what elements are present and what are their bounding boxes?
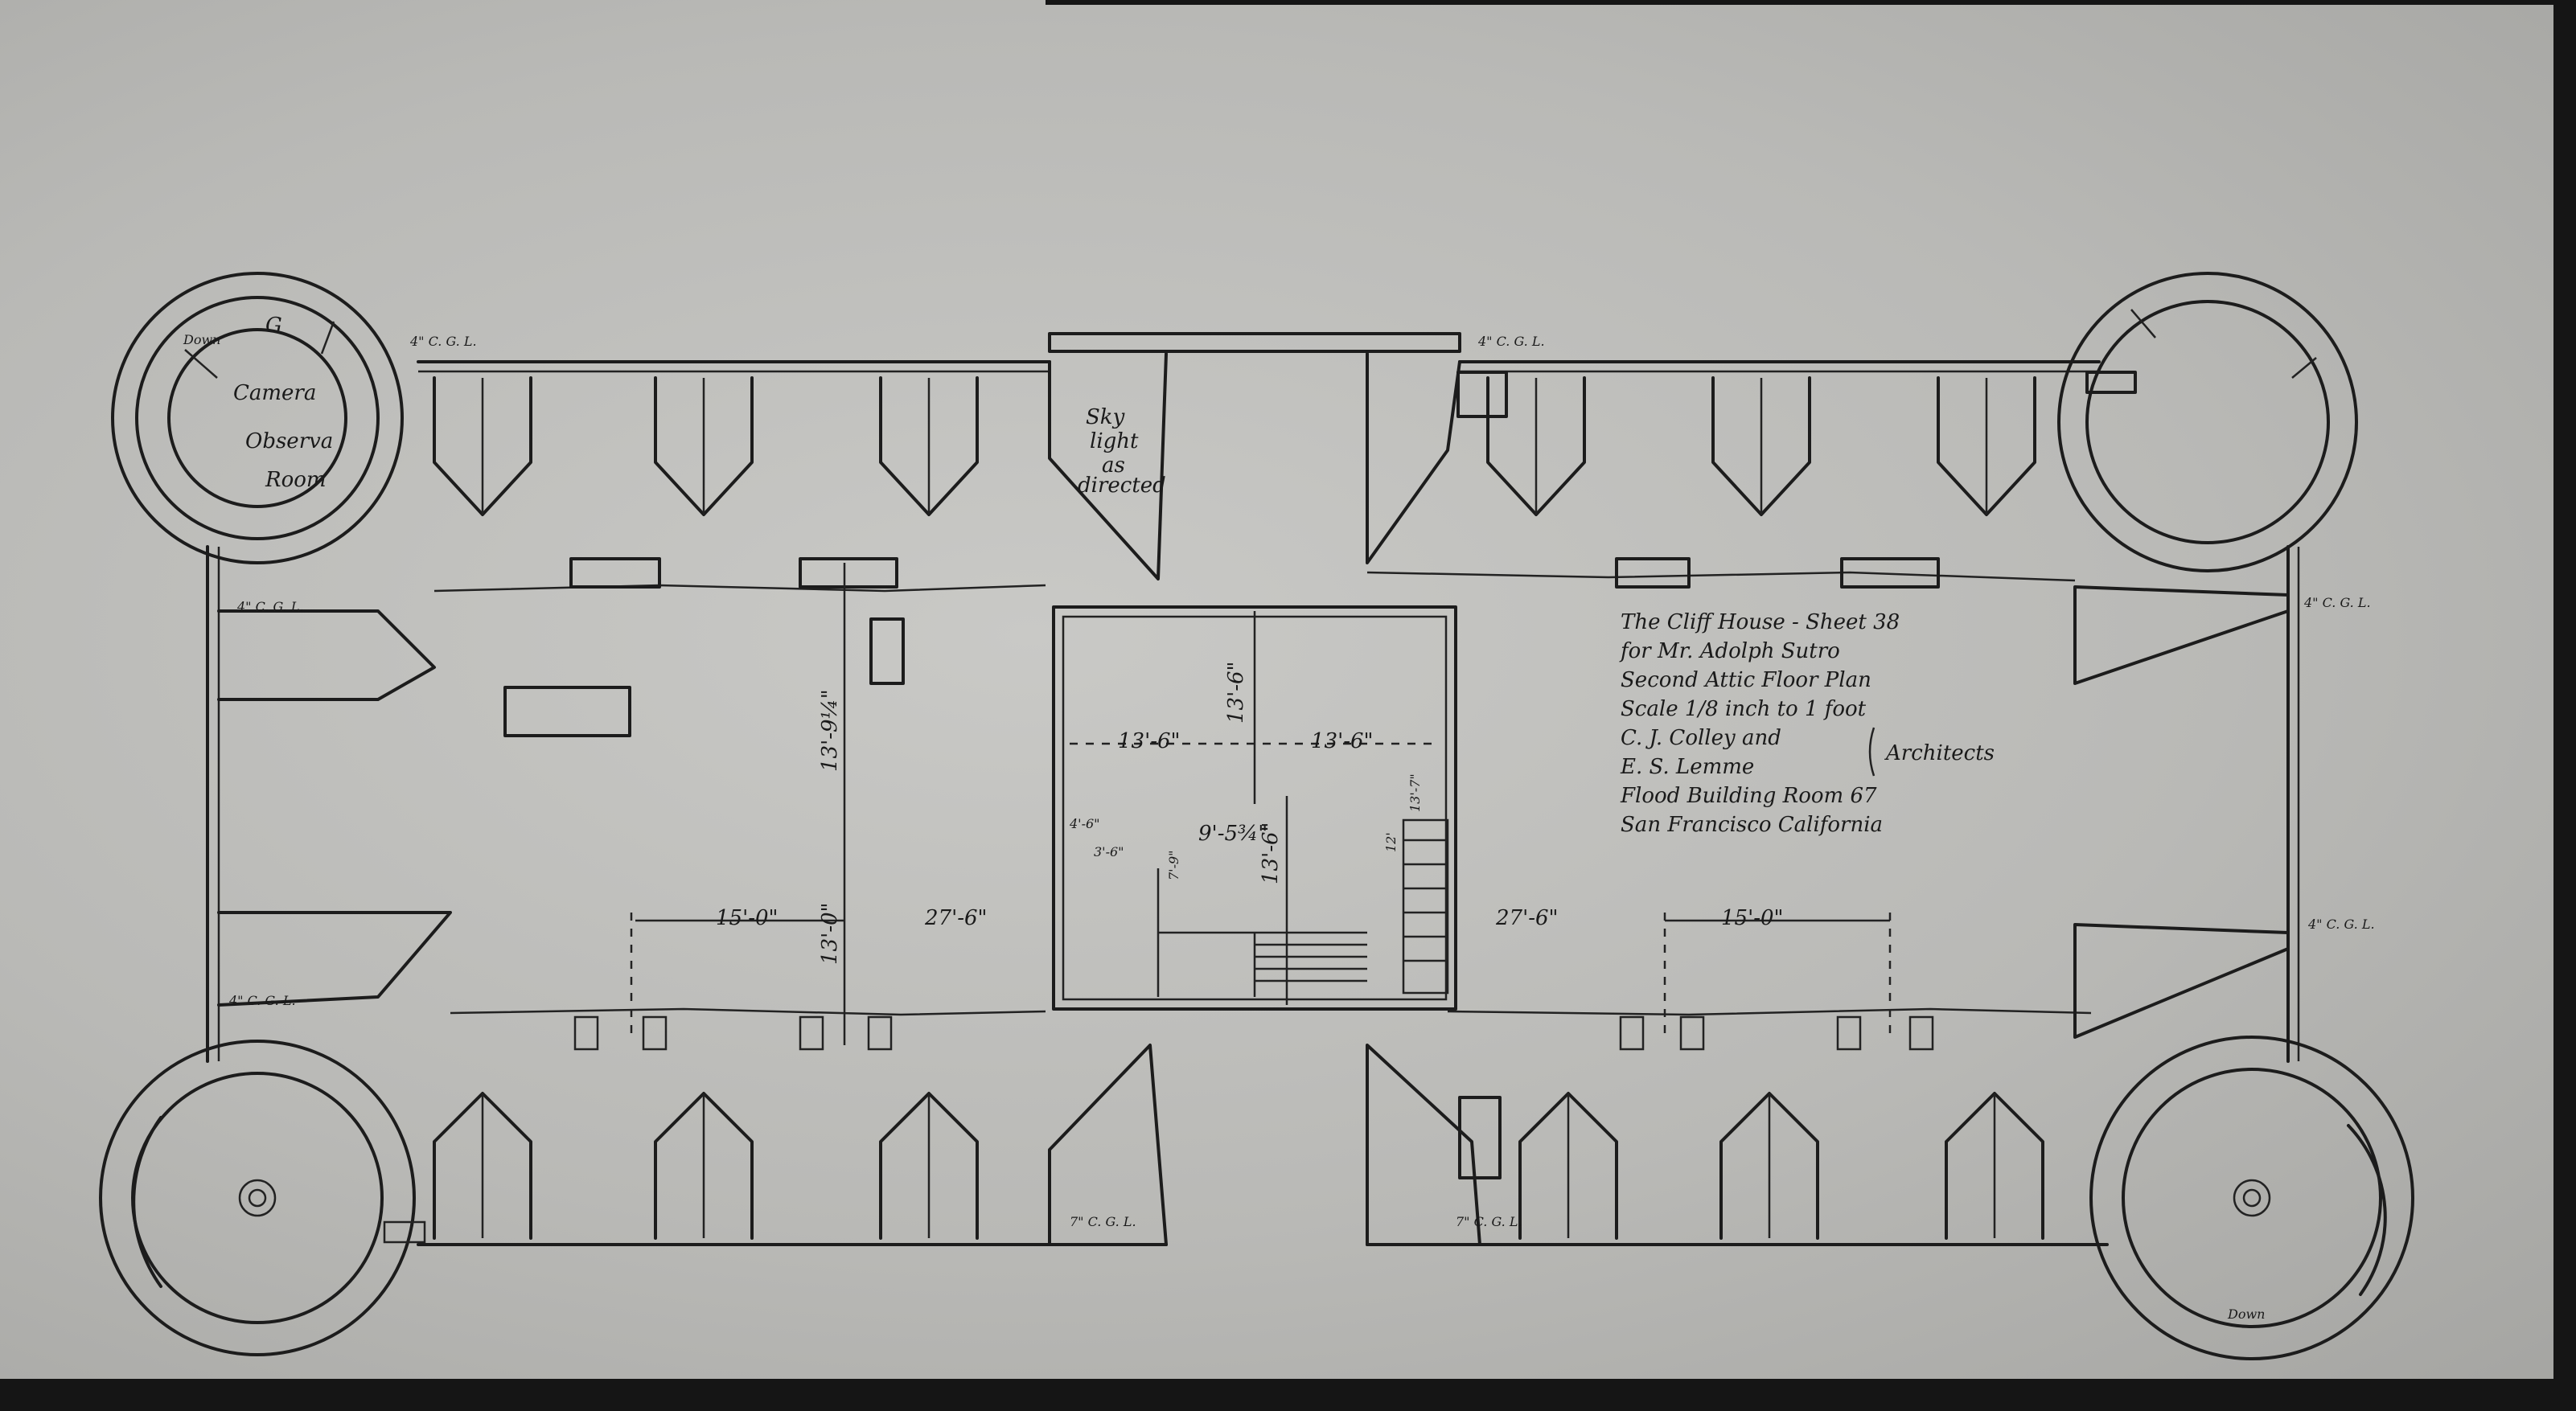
dim-27-6-left: 27'-6" xyxy=(924,906,988,930)
dim-13-7: 13'-7" xyxy=(1407,773,1423,812)
dim-3-6: 3'-6" xyxy=(1094,844,1124,859)
camera-label-2: Observa xyxy=(245,429,333,453)
turret-top-right xyxy=(2057,272,2358,572)
dim-13-6-right: 13'-6" xyxy=(1311,729,1374,753)
gutter-label-4: 4" C. G. L. xyxy=(228,993,296,1008)
dim-7-9: 7'-9" xyxy=(1166,850,1181,880)
central-stair-hall xyxy=(1052,605,1457,1011)
gutter-label-7: 7" C. G. L. xyxy=(1070,1214,1136,1229)
camera-label-3: Room xyxy=(265,468,327,492)
title-line-8: San Francisco California xyxy=(1621,813,1883,837)
camera-label-1: Camera xyxy=(233,381,316,405)
dimension-labels: 13'-6" 13'-6" 13'-6" 13'-9¼" 13'-0" 13'-… xyxy=(716,661,1784,965)
architects-brace xyxy=(1868,727,1876,777)
gutter-label-1: 4" C. G. L. xyxy=(409,334,477,349)
skylight-label-3: as xyxy=(1102,453,1125,478)
chimneys xyxy=(503,371,2137,1179)
torn-right-edge xyxy=(2553,0,2576,1411)
perimeter-walls xyxy=(206,332,2300,1246)
down-label-top: Down xyxy=(183,332,220,347)
gutter-label-3: 4" C. G. L. xyxy=(236,599,304,614)
dim-12: 12' xyxy=(1383,832,1399,852)
skylight-label-2: light xyxy=(1090,429,1139,453)
ridge-lines xyxy=(217,571,2290,1039)
dim-13-6-left: 13'-6" xyxy=(1118,729,1181,753)
gutter-label-6: 4" C. G. L. xyxy=(2307,917,2375,932)
title-line-2: for Mr. Adolph Sutro xyxy=(1619,639,1840,663)
dormers-top xyxy=(433,376,2036,516)
title-block: The Cliff House - Sheet 38 for Mr. Adolp… xyxy=(1619,610,1995,837)
title-line-1: The Cliff House - Sheet 38 xyxy=(1621,610,1900,634)
turret-bottom-left xyxy=(99,1040,426,1356)
dim-13-9-vert: 13'-9¼" xyxy=(818,689,842,772)
skylight-label-4: directed xyxy=(1078,474,1166,498)
turret-top-left xyxy=(111,272,404,564)
title-line-4: Scale 1/8 inch to 1 foot xyxy=(1621,697,1867,721)
torn-bottom-edge xyxy=(0,1379,2576,1411)
gutter-label-5: 4" C. G. L. xyxy=(2303,595,2371,610)
title-line-7: Flood Building Room 67 xyxy=(1620,784,1877,808)
architects-label: Architects xyxy=(1884,741,1995,765)
turret-bottom-right xyxy=(2089,1036,2414,1360)
gutter-labels: 4" C. G. L. 4" C. G. L. 4" C. G. L. 4" C… xyxy=(228,334,2375,1229)
gutter-label-8: 7" C. G. L. xyxy=(1456,1214,1522,1229)
room-labels: Camera Observa Room Down G Down Sky ligh… xyxy=(183,314,2265,1322)
title-line-5: C. J. Colley and xyxy=(1621,726,1781,750)
skylight-label-1: Sky xyxy=(1086,405,1125,429)
dim-9-5: 9'-5¾" xyxy=(1198,822,1267,846)
stair-right xyxy=(1402,818,1449,995)
down-label-bottom: Down xyxy=(2227,1306,2265,1322)
title-line-3: Second Attic Floor Plan xyxy=(1621,668,1871,692)
dim-27-6-right: 27'-6" xyxy=(1495,906,1559,930)
dim-13-6-small: 13'-6" xyxy=(1259,822,1283,884)
dormers-bottom xyxy=(433,1092,2044,1240)
g-mark: G xyxy=(265,314,282,338)
gutter-label-2: 4" C. G. L. xyxy=(1477,334,1545,349)
dim-13-0-vert: 13'-0" xyxy=(818,902,842,965)
title-line-6: E. S. Lemme xyxy=(1620,755,1754,779)
skylight-and-hips xyxy=(1048,352,1481,1246)
openings xyxy=(573,1015,1934,1051)
dim-15-0-left: 15'-0" xyxy=(716,906,779,930)
stair-left xyxy=(1157,868,1367,997)
dim-15-0-right: 15'-0" xyxy=(1721,906,1784,930)
dim-13-6-vert: 13'-6" xyxy=(1224,661,1248,724)
dim-4-6: 4'-6" xyxy=(1069,816,1100,831)
partition-lines xyxy=(630,563,1892,1045)
torn-top-edge xyxy=(1046,0,2576,5)
